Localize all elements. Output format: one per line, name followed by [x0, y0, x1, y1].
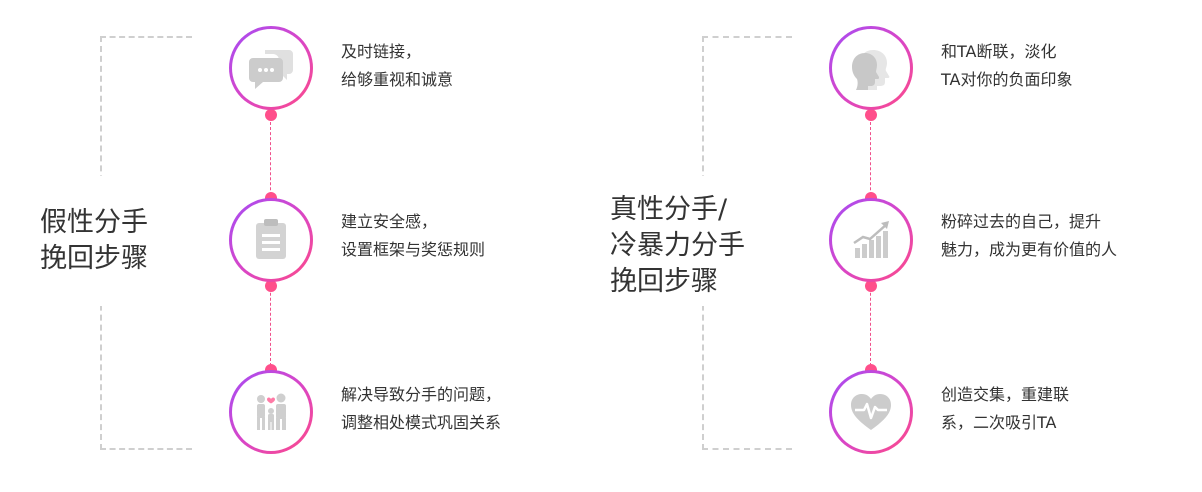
left-title-line-1: 假性分手: [40, 207, 148, 238]
left-step-2-circle: [229, 198, 313, 282]
heartbeat-icon: [851, 394, 891, 430]
left-step-1-line-1: 及时链接，: [341, 42, 422, 61]
right-step-3-text: 创造交集，重建联 系，二次吸引TA: [941, 381, 1069, 437]
right-step-3-line-2: 系，二次吸引TA: [941, 413, 1057, 432]
left-title-line-2: 挽回步骤: [40, 243, 148, 274]
right-step-3-line-1: 创造交集，重建联: [941, 385, 1070, 404]
clipboard-icon: [256, 219, 286, 259]
left-step-3-circle: [229, 370, 313, 454]
left-step-1-line-2: 给够重视和诚意: [341, 70, 454, 89]
right-dot-1: [865, 109, 877, 121]
left-dot-1: [265, 109, 277, 121]
left-bracket-gap: [96, 176, 108, 306]
left-dot-3: [265, 280, 277, 292]
right-step-2-line-1: 粉碎过去的自己，提升: [941, 212, 1102, 231]
family-icon: [257, 393, 286, 430]
right-dot-3: [865, 280, 877, 292]
right-step-3-circle: [829, 370, 913, 454]
right-step-2-circle: [829, 198, 913, 282]
growth-chart-icon: [853, 221, 889, 258]
left-step-1-text: 及时链接， 给够重视和诚意: [341, 38, 453, 94]
right-step-2-text: 粉碎过去的自己，提升 魅力，成为更有价值的人: [941, 208, 1117, 264]
profiles-icon: [852, 50, 890, 90]
left-title: 假性分手 挽回步骤: [40, 205, 148, 277]
right-step-1-line-1: 和TA断联，淡化: [941, 42, 1057, 61]
right-bracket-gap: [698, 176, 710, 306]
left-step-1-circle: [229, 26, 313, 110]
chat-bubbles-icon: [249, 50, 293, 89]
right-step-1-circle: [829, 26, 913, 110]
right-title-line-3: 挽回步骤: [610, 266, 718, 297]
right-title-line-2: 冷暴力分手: [610, 230, 745, 261]
right-step-2-line-2: 魅力，成为更有价值的人: [941, 240, 1118, 259]
left-step-2-text: 建立安全感， 设置框架与奖惩规则: [341, 208, 485, 264]
right-step-1-line-2: TA对你的负面印象: [941, 70, 1073, 89]
left-step-2-line-1: 建立安全感，: [341, 212, 438, 231]
left-step-2-line-2: 设置框架与奖惩规则: [341, 240, 486, 259]
right-title-line-1: 真性分手/: [610, 194, 728, 225]
left-step-3-line-2: 调整相处模式巩固关系: [341, 413, 502, 432]
left-step-3-line-1: 解决导致分手的问题，: [341, 385, 502, 404]
left-step-3-text: 解决导致分手的问题， 调整相处模式巩固关系: [341, 381, 501, 437]
right-title: 真性分手/ 冷暴力分手 挽回步骤: [610, 192, 745, 300]
right-step-1-text: 和TA断联，淡化 TA对你的负面印象: [941, 38, 1072, 94]
